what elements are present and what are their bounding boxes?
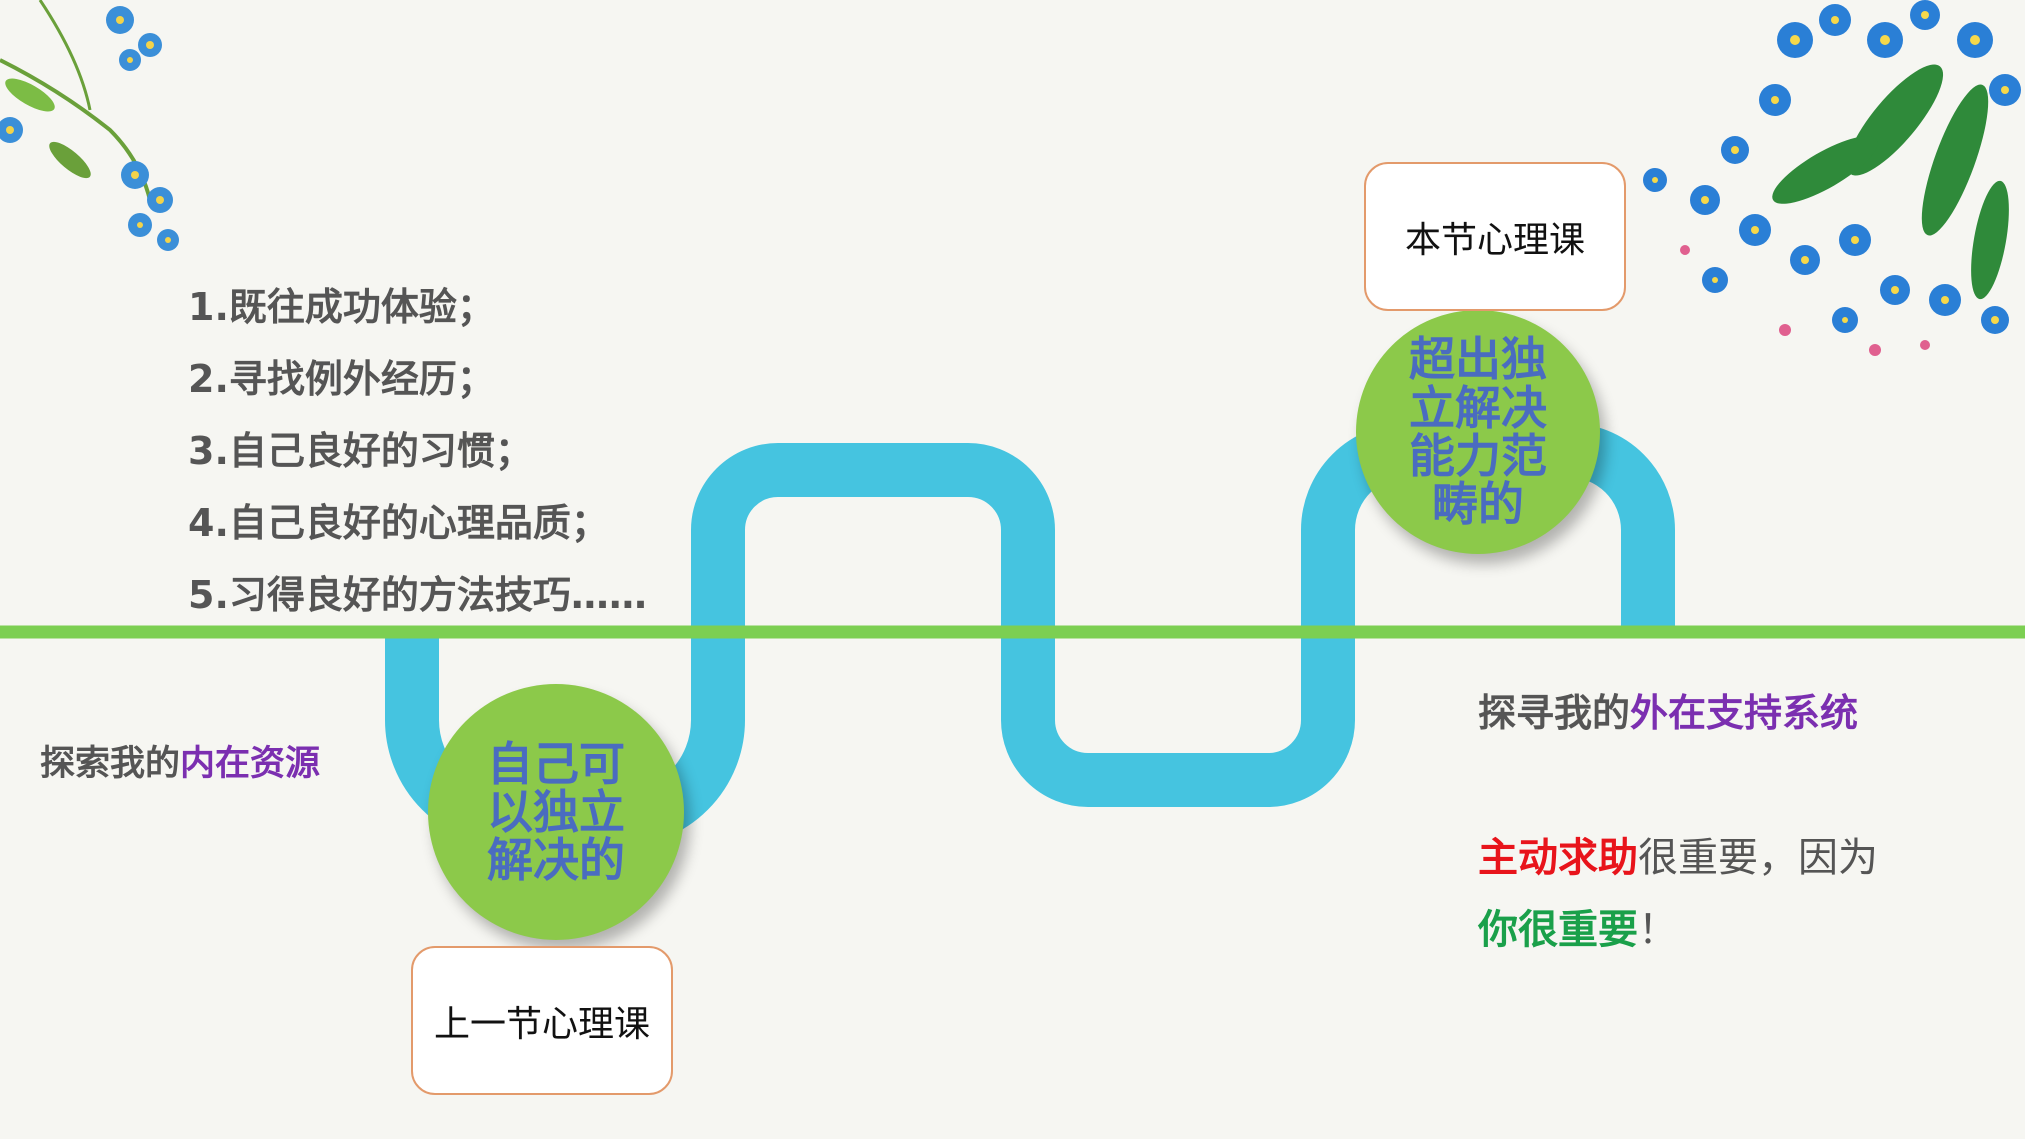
explore-inner-prefix: 探索我的 — [40, 744, 181, 784]
previous-lesson-box: 上一节心理课 — [411, 946, 673, 1095]
help-message-line1: 主动求助很重要，因为 — [1478, 825, 1878, 883]
previous-lesson-label: 上一节心理课 — [433, 1003, 650, 1045]
circle-independent: 自己可以独立解决的 — [428, 684, 684, 940]
inner-resource-item: 5.习得良好的方法技巧…… — [188, 573, 647, 617]
circle-independent-text: 自己可以独立解决的 — [487, 736, 625, 888]
help-message-line2: 你很重要！ — [1478, 897, 1678, 955]
inner-resource-item: 3.自己良好的习惯； — [188, 429, 533, 473]
circle-beyond-text: 超出独立解决能力范畴的 — [1409, 332, 1547, 532]
explore-outer-prefix: 探寻我的 — [1478, 691, 1631, 735]
help-message-exclaim: ！ — [1638, 907, 1678, 953]
inner-resource-item: 2.寻找例外经历； — [188, 357, 495, 401]
explore-outer-highlight: 外在支持系统 — [1630, 691, 1859, 735]
help-message-emphasis: 主动求助 — [1478, 835, 1638, 881]
current-lesson-label: 本节心理课 — [1404, 219, 1585, 261]
help-message-text: 很重要，因为 — [1638, 835, 1878, 881]
inner-resource-item: 1.既往成功体验； — [188, 285, 495, 329]
explore-inner-label: 探索我的内在资源 — [40, 735, 320, 786]
current-lesson-box: 本节心理课 — [1364, 162, 1626, 311]
inner-resource-item: 4.自己良好的心理品质； — [188, 501, 609, 545]
explore-outer-label: 探寻我的外在支持系统 — [1478, 682, 1858, 737]
explore-inner-highlight: 内在资源 — [180, 744, 321, 784]
help-message-you-important: 你很重要 — [1478, 907, 1638, 953]
flowers-top-right-icon — [1643, 0, 2021, 356]
flowers-top-left-icon — [0, 0, 179, 251]
circle-beyond: 超出独立解决能力范畴的 — [1356, 310, 1600, 554]
